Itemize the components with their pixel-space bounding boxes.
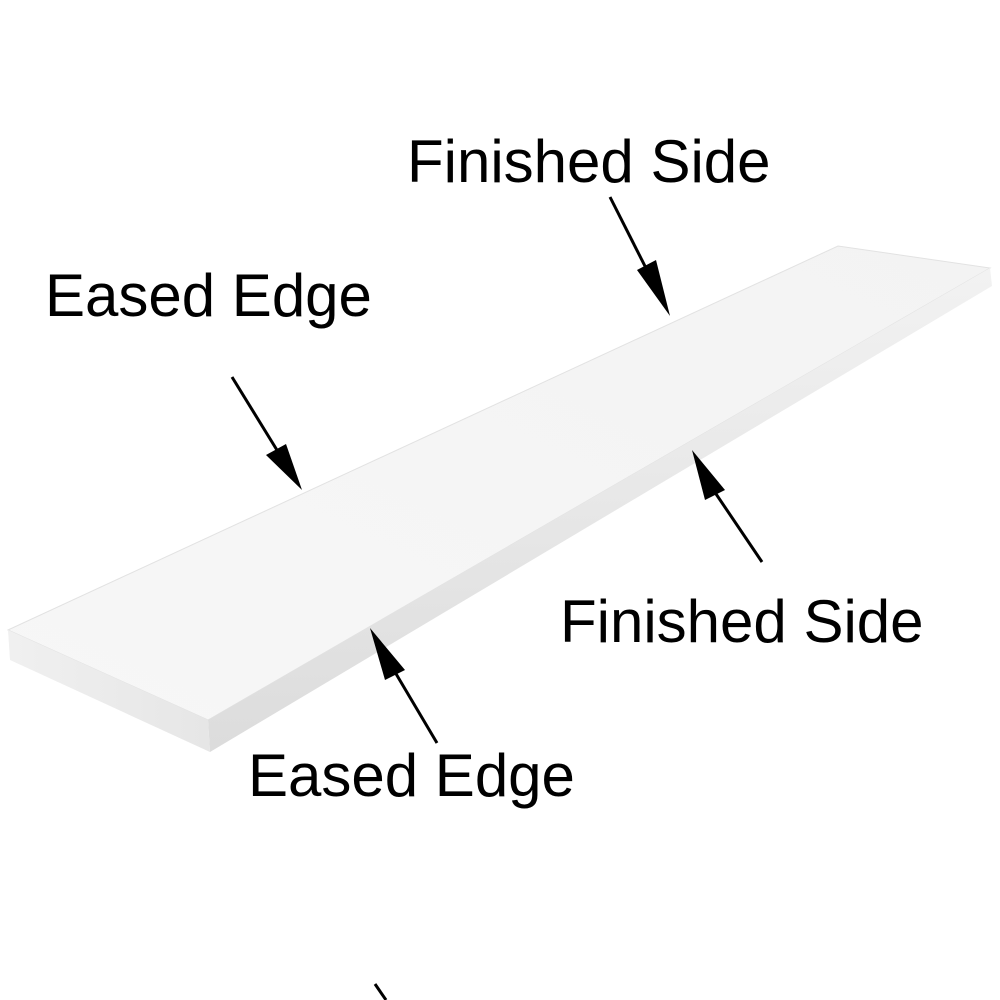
arrow-finished-side-bottom	[692, 450, 764, 563]
label-eased-edge-top: Eased Edge	[45, 262, 372, 329]
board-end-edge	[8, 630, 210, 752]
arrow-finished-side-top	[608, 196, 670, 316]
label-finished-side-top: Finished Side	[407, 128, 771, 195]
arrow-partial-bottom	[373, 983, 388, 1000]
label-eased-edge-bottom: Eased Edge	[248, 742, 575, 809]
label-finished-side-bottom: Finished Side	[560, 588, 924, 655]
arrow-eased-edge-top	[230, 376, 302, 490]
board-front-edge	[208, 268, 992, 752]
arrow-eased-edge-bottom	[370, 628, 439, 744]
